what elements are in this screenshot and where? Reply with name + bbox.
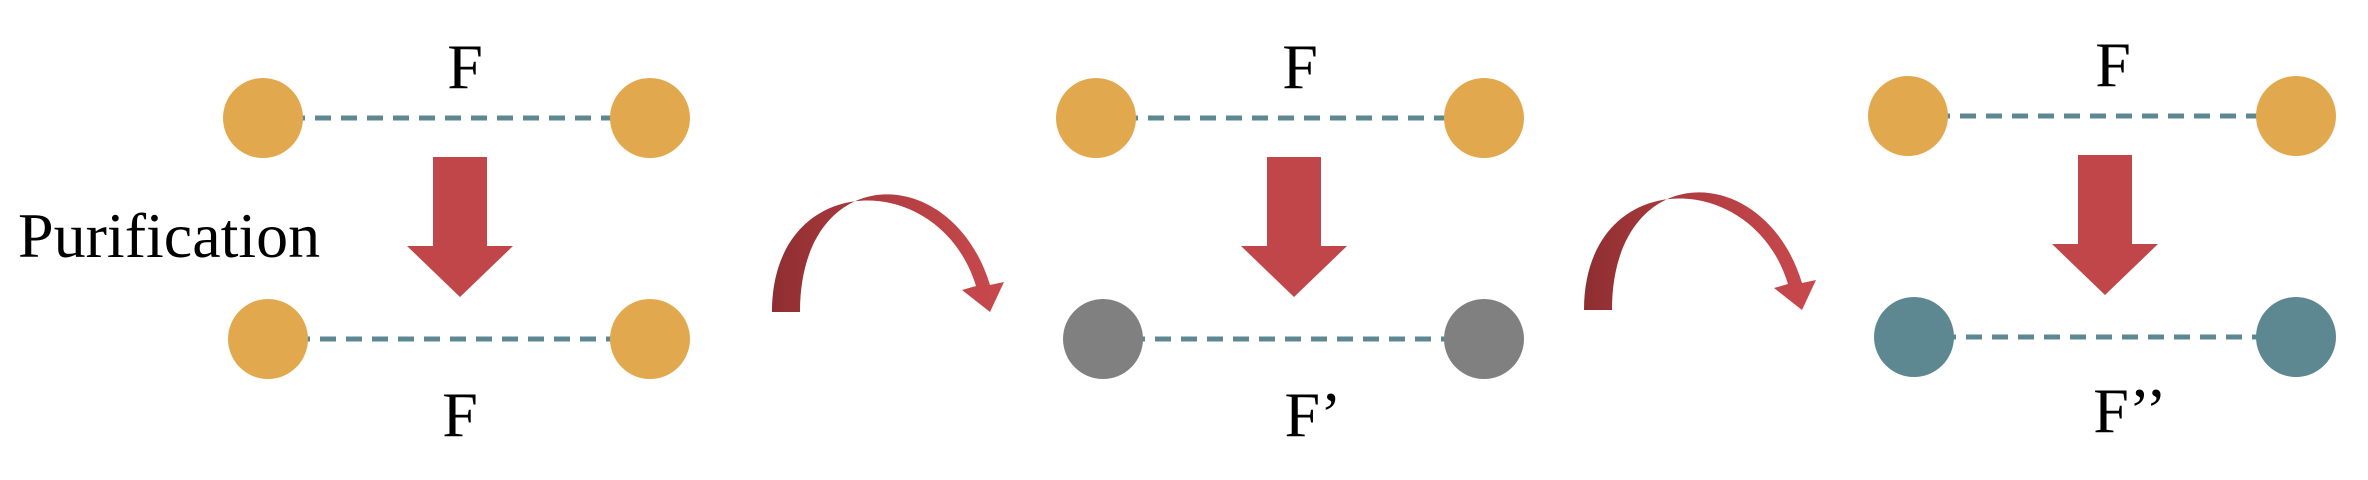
panel-2: F F’	[1056, 31, 1524, 450]
panel-3: F F’’	[1868, 29, 2336, 446]
panel-1-bottom-left-node	[228, 299, 308, 379]
transition-arrow-1	[772, 194, 1004, 312]
panel-1-top-left-node	[223, 78, 303, 158]
panel-3-top-label: F	[2095, 29, 2131, 100]
panel-1-bottom-right-node	[610, 299, 690, 379]
panel-2-bottom-label: F’	[1285, 379, 1342, 450]
panel-3-top-right-node	[2256, 76, 2336, 156]
panel-1-bottom-label: F	[442, 379, 478, 450]
panel-1-top-label: F	[447, 31, 483, 102]
panel-2-down-arrow	[1241, 157, 1347, 297]
panel-2-bottom-left-node	[1063, 299, 1143, 379]
transition-arrow-2	[1584, 192, 1816, 310]
panel-1: F F	[223, 31, 690, 450]
panel-3-top-left-node	[1868, 76, 1948, 156]
panel-2-top-label: F	[1282, 31, 1318, 102]
purification-label: Purification	[18, 200, 320, 271]
panel-2-top-right-node	[1444, 78, 1524, 158]
panel-2-bottom-right-node	[1444, 299, 1524, 379]
panel-1-down-arrow	[407, 157, 513, 297]
panel-1-top-right-node	[610, 78, 690, 158]
panel-3-down-arrow	[2052, 155, 2158, 295]
panel-3-bottom-left-node	[1874, 297, 1954, 377]
panel-3-bottom-right-node	[2256, 297, 2336, 377]
panel-3-bottom-label: F’’	[2093, 375, 2166, 446]
panel-2-top-left-node	[1056, 78, 1136, 158]
